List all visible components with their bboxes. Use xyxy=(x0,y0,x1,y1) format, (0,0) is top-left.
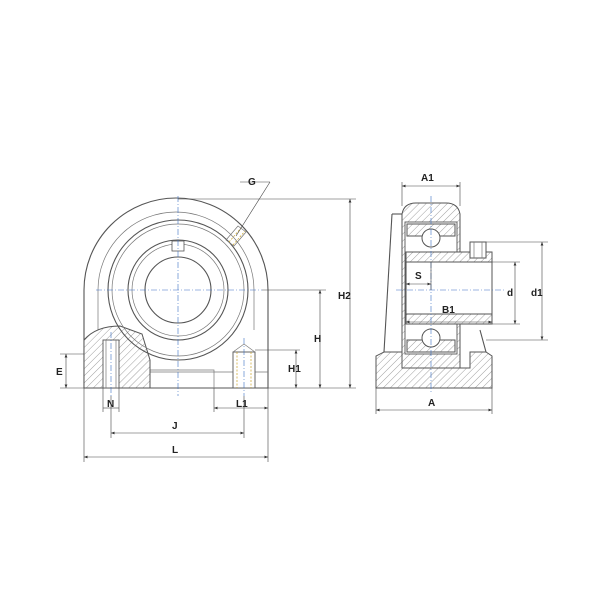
base-relief xyxy=(149,369,215,388)
housing-inner-contour xyxy=(97,211,255,330)
label-d1: d1 xyxy=(531,288,543,299)
label-h: H xyxy=(314,334,321,345)
label-l1: L1 xyxy=(236,399,248,410)
label-h2: H2 xyxy=(338,291,351,302)
label-b1: B1 xyxy=(442,305,455,316)
g-leader xyxy=(235,181,271,237)
label-a: A xyxy=(428,398,435,409)
grease-nipple xyxy=(225,225,247,247)
label-g: G xyxy=(248,177,256,188)
label-h1: H1 xyxy=(288,364,301,375)
front-view: G H2 H H1 E N L1 J xyxy=(56,177,356,462)
label-l: L xyxy=(172,445,178,456)
label-s: S xyxy=(415,271,422,282)
label-e: E xyxy=(56,367,63,378)
side-collar xyxy=(469,241,487,259)
label-j: J xyxy=(172,421,178,432)
label-a1: A1 xyxy=(421,173,434,184)
side-base-section xyxy=(375,351,493,389)
label-d: d xyxy=(507,288,513,299)
side-view: A1 S B1 d d1 A xyxy=(375,173,548,414)
side-inner-ring xyxy=(405,251,493,325)
label-n: N xyxy=(107,399,114,410)
housing-outline xyxy=(83,197,269,389)
